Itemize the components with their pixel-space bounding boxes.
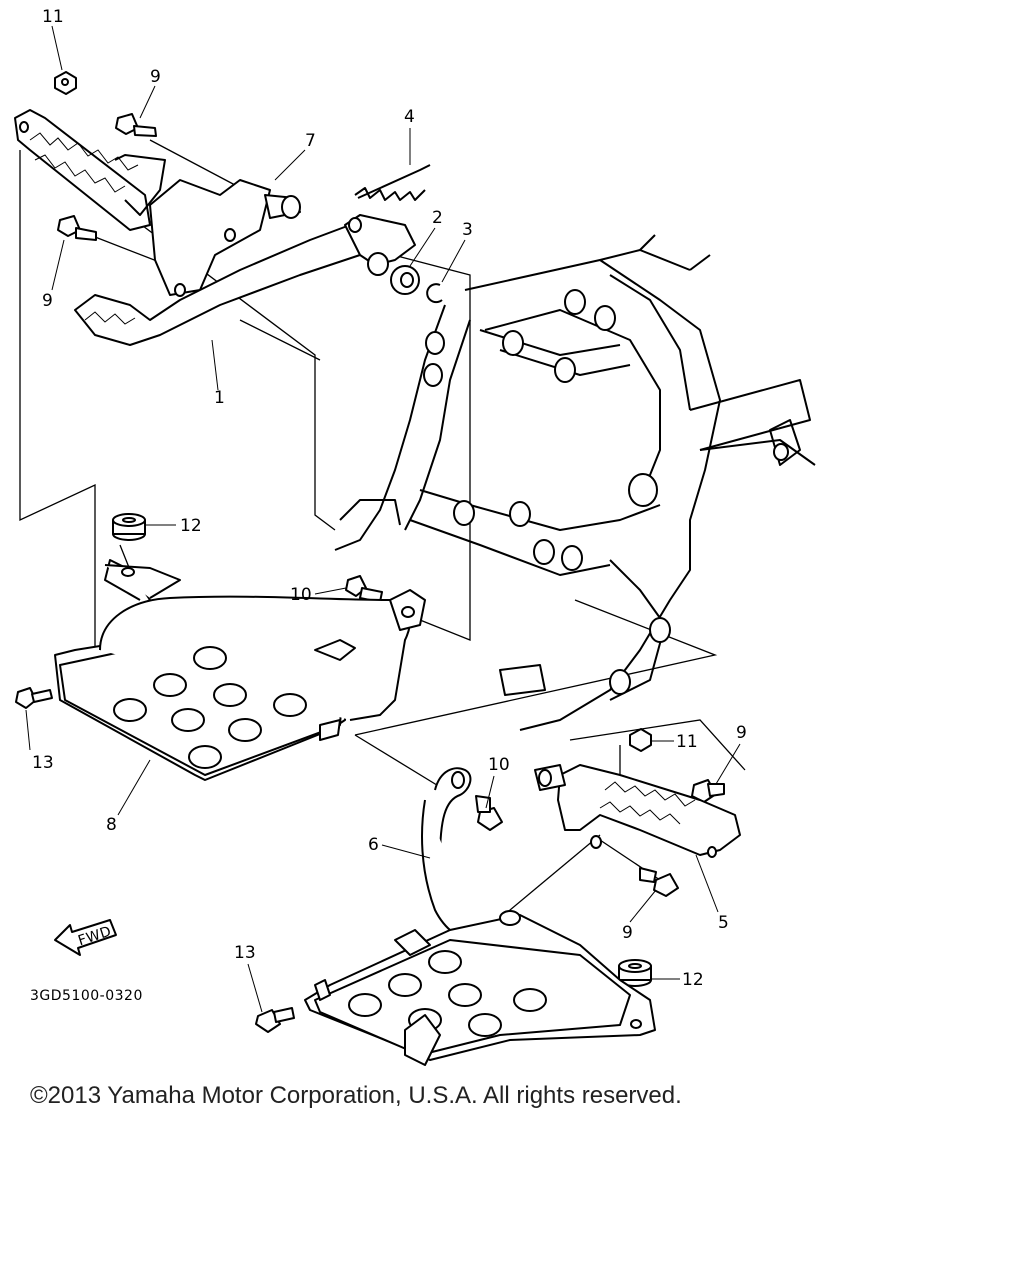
callout-10-upper: 10: [290, 585, 312, 605]
callout-5: 5: [718, 913, 729, 933]
bolt-9-right-upper: [691, 779, 725, 803]
callout-13-lower: 13: [234, 943, 256, 963]
return-spring: [354, 164, 431, 201]
grommet-12-upper: [112, 513, 146, 541]
callout-1: 1: [214, 388, 225, 408]
left-footrest-peg: [14, 109, 166, 231]
callout-9-right-top: 9: [736, 723, 747, 743]
grommet-12-lower: [618, 959, 652, 987]
fwd-arrow-label: FWD: [76, 924, 113, 950]
footrest-stay-plate-right: [304, 767, 656, 1066]
left-footrest-bracket: [149, 179, 301, 297]
bolt-9-upper-left: [115, 113, 157, 137]
callout-11-right: 11: [676, 732, 698, 752]
copyright-notice: ©2013 Yamaha Motor Corporation, U.S.A. A…: [30, 1082, 682, 1109]
callout-9-left: 9: [42, 291, 53, 311]
brake-pedal: [74, 214, 416, 346]
right-footrest: [534, 764, 741, 858]
motorcycle-frame: [334, 234, 816, 731]
bolt-10-lower: [475, 795, 503, 831]
callout-2: 2: [432, 208, 443, 228]
bolt-13-left: [15, 687, 53, 709]
callout-12-lower: 12: [682, 970, 704, 990]
callout-11-top: 11: [42, 7, 64, 27]
nut-11-left: [54, 71, 77, 95]
bolt-10-upper: [345, 575, 383, 603]
callout-13-left: 13: [32, 753, 54, 773]
callout-8: 8: [106, 815, 117, 835]
parts-exploded-diagram: FWD 11 9 7 4 2 3 9 1 12 10 13 8 11 9 10 …: [14, 7, 816, 1066]
callout-4: 4: [404, 107, 415, 127]
bolt-13-lower: [255, 1007, 295, 1033]
bolt-9-right-lower: [639, 867, 679, 897]
bolt-9-left: [57, 215, 97, 241]
callout-3: 3: [462, 220, 473, 240]
nut-11-right: [629, 728, 652, 752]
callout-7: 7: [305, 131, 316, 151]
callout-10-lower: 10: [488, 755, 510, 775]
washer: [390, 265, 420, 295]
callout-6: 6: [368, 835, 379, 855]
callout-9-top: 9: [150, 67, 161, 87]
callout-9-right-bottom: 9: [622, 923, 633, 943]
callout-12-upper: 12: [180, 516, 202, 536]
drawing-code: 3GD5100-0320: [30, 988, 143, 1004]
callout-labels: 11 9 7 4 2 3 9 1 12 10 13 8 11 9 10 6 9 …: [25, 7, 747, 1013]
circlip: [426, 283, 443, 304]
forward-direction-arrow: FWD: [54, 919, 117, 956]
footrest-stay-plate-left: [54, 559, 426, 781]
